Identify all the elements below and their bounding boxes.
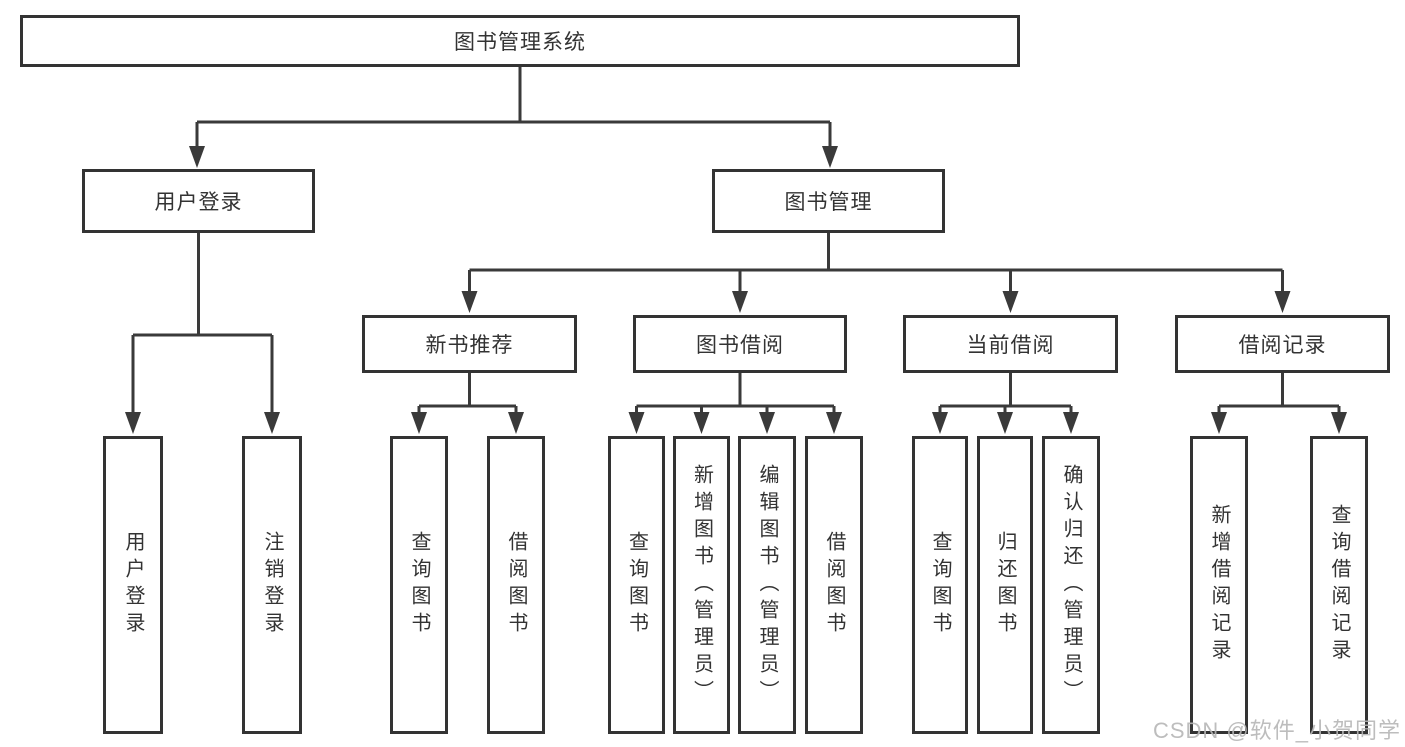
node-label: 借阅记录 bbox=[1238, 334, 1327, 357]
leaf-return-books: 归还图书 bbox=[977, 436, 1033, 734]
leaf-query-books-current: 查询图书 bbox=[912, 436, 968, 734]
node-book-management: 图书管理 bbox=[712, 169, 945, 233]
node-label: 当前借阅 bbox=[966, 334, 1055, 357]
node-label: 借阅图书 bbox=[823, 531, 845, 639]
node-label: 注销登录 bbox=[261, 531, 283, 639]
node-label: 图书借阅 bbox=[696, 334, 784, 357]
leaf-confirm-return-admin: 确认归还（管理员） bbox=[1042, 436, 1100, 734]
node-label: 查询图书 bbox=[625, 531, 648, 639]
node-label: 编辑图书（管理员） bbox=[756, 463, 778, 707]
node-label: 查询借阅记录 bbox=[1328, 504, 1350, 666]
csdn-watermark: CSDN @软件_小贺同学 bbox=[1152, 718, 1401, 743]
leaf-query-books-recommend: 查询图书 bbox=[390, 436, 448, 734]
node-library-management-system: 图书管理系统 bbox=[20, 15, 1020, 67]
arrowheads bbox=[125, 146, 1347, 434]
leaf-add-borrow-record: 新增借阅记录 bbox=[1190, 436, 1248, 734]
leaf-borrow-books-recommend: 借阅图书 bbox=[487, 436, 545, 734]
node-current-borrow: 当前借阅 bbox=[903, 315, 1118, 373]
leaf-query-books-borrow: 查询图书 bbox=[608, 436, 665, 734]
leaf-query-borrow-record: 查询借阅记录 bbox=[1310, 436, 1368, 734]
node-label: 查询图书 bbox=[408, 531, 430, 639]
node-label: 新增借阅记录 bbox=[1208, 504, 1230, 666]
leaf-edit-book-admin: 编辑图书（管理员） bbox=[738, 436, 796, 734]
node-label: 图书管理 bbox=[784, 191, 873, 214]
node-label: 查询图书 bbox=[929, 531, 951, 639]
node-user-login: 用户登录 bbox=[82, 169, 315, 233]
node-borrow-records: 借阅记录 bbox=[1175, 315, 1390, 373]
node-new-book-recommend: 新书推荐 bbox=[362, 315, 577, 373]
node-label: 借阅图书 bbox=[505, 531, 527, 639]
node-label: 归还图书 bbox=[994, 531, 1016, 639]
node-label: 图书管理系统 bbox=[454, 31, 586, 54]
node-label: 用户登录 bbox=[122, 531, 144, 639]
leaf-add-book-admin: 新增图书（管理员） bbox=[673, 436, 730, 734]
leaf-user-login: 用户登录 bbox=[103, 436, 163, 734]
leaf-logout: 注销登录 bbox=[242, 436, 302, 734]
node-label: 新书推荐 bbox=[425, 334, 514, 357]
node-label: 新增图书（管理员） bbox=[690, 463, 713, 707]
leaf-borrow-books-borrow: 借阅图书 bbox=[805, 436, 863, 734]
node-label: 确认归还（管理员） bbox=[1060, 463, 1082, 707]
node-label: 用户登录 bbox=[154, 191, 243, 214]
node-book-borrow: 图书借阅 bbox=[633, 315, 847, 373]
